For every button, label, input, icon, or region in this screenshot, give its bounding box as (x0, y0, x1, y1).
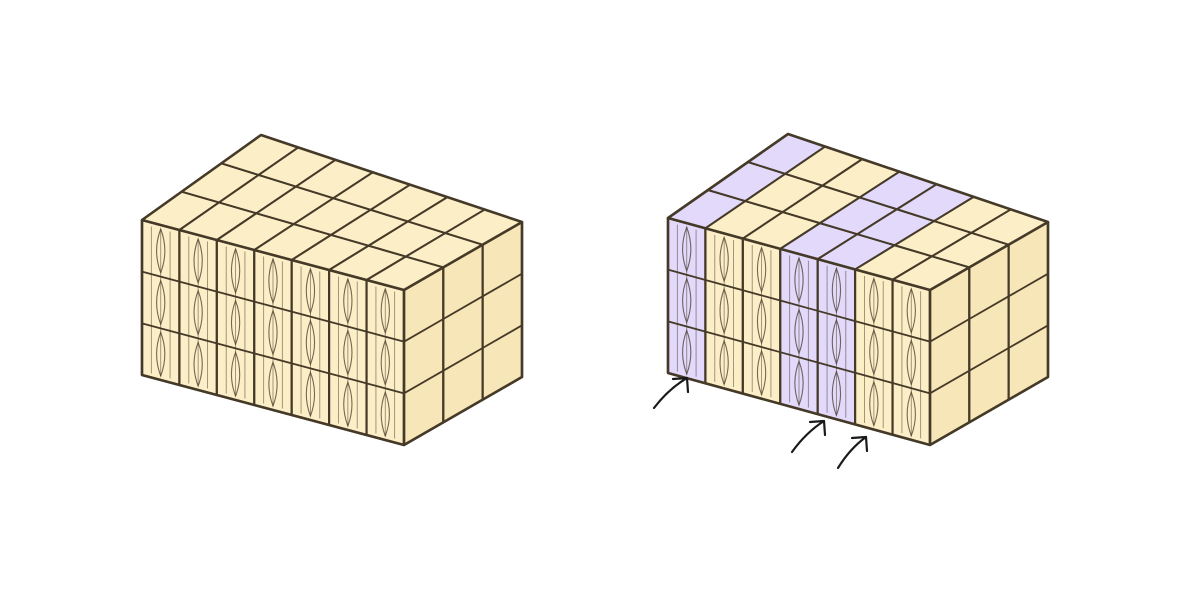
right-block-lens-shape (719, 339, 729, 386)
right-block-lens-shape (682, 225, 692, 273)
left-block-side-column-1 (442, 243, 484, 424)
left-block-side-row-line (403, 318, 444, 343)
arrow-head (808, 419, 827, 437)
right-block-side-column-1 (968, 243, 1010, 424)
left-block-lens-shape (156, 279, 166, 326)
left-block-side-column-2 (481, 220, 524, 401)
left-block-lens-shape (305, 370, 316, 418)
left-block-side-row-line (403, 369, 444, 395)
left-block (140, 133, 524, 447)
left-block-lens-shape (343, 329, 353, 376)
arrow-shaft (652, 376, 689, 410)
right-block-side-row-line (968, 295, 1010, 320)
left-block-side-row-line (442, 295, 484, 320)
right-block-lens-shape (794, 308, 804, 355)
left-block-lens-shape (343, 380, 353, 428)
right-block-lens-shape (794, 256, 804, 304)
arrow-shaft (790, 419, 826, 454)
right-block-lens-shape (906, 390, 916, 438)
right-block-lens-shape (756, 297, 767, 345)
right-block-side-column-2 (1007, 220, 1050, 401)
arrow-up-right-icon (652, 376, 690, 410)
right-block (666, 132, 1050, 447)
right-block-side-row-line (929, 318, 970, 343)
left-block-lens-shape (305, 319, 316, 366)
left-block-lens-shape (305, 267, 316, 315)
arrow-head (850, 435, 869, 453)
left-block-lens-shape (193, 237, 203, 285)
arrow-up-right-icon (790, 419, 827, 454)
left-block-side-row-line (482, 324, 523, 349)
right-block-lens-shape (831, 370, 842, 417)
left-block-lens-shape (156, 227, 166, 275)
left-block-lens-shape (268, 257, 278, 305)
right-block-side-row-line (1008, 272, 1049, 298)
left-block-side-row-line (482, 272, 523, 298)
right-block-lens-shape (831, 318, 842, 366)
right-block-lens-shape (794, 359, 804, 407)
right-block-lens-shape (756, 246, 767, 293)
right-block-side-row-line (929, 369, 970, 395)
left-block-lens-shape (230, 299, 241, 346)
left-block-lens-shape (343, 277, 353, 325)
left-block-lens-shape (230, 247, 241, 295)
left-block-lens-shape (193, 340, 203, 388)
arrow-group (652, 376, 869, 470)
right-block-lens-shape (756, 349, 767, 397)
arrow-head (671, 376, 690, 394)
right-block-lens-shape (682, 277, 692, 325)
left-block-lens-shape (230, 350, 241, 398)
right-block-lens-shape (869, 380, 879, 428)
right-block-lens-shape (869, 277, 879, 324)
left-block-lens-shape (156, 330, 166, 378)
left-block-side-column-0 (402, 266, 445, 447)
right-block-lens-shape (906, 287, 916, 335)
left-block-lens-shape (380, 287, 390, 335)
right-block-lens-shape (719, 235, 729, 283)
right-block-lens-shape (869, 328, 879, 376)
right-block-side-row-line (968, 347, 1010, 372)
right-block-lens-shape (831, 266, 842, 314)
right-block-lens-shape (719, 287, 729, 335)
arrow-shaft (836, 435, 868, 470)
right-block-lens-shape (682, 328, 692, 376)
left-block-side-row-line (442, 347, 484, 372)
left-block-lens-shape (193, 289, 203, 336)
right-block-side-row-line (1008, 324, 1049, 349)
right-block-lens-shape (906, 338, 916, 386)
left-block-lens-shape (268, 309, 278, 356)
right-block-side-column-0 (928, 266, 971, 447)
left-block-lens-shape (380, 339, 390, 386)
arrow-up-right-icon (836, 435, 869, 470)
left-block-lens-shape (380, 390, 390, 438)
left-block-lens-shape (268, 360, 278, 408)
